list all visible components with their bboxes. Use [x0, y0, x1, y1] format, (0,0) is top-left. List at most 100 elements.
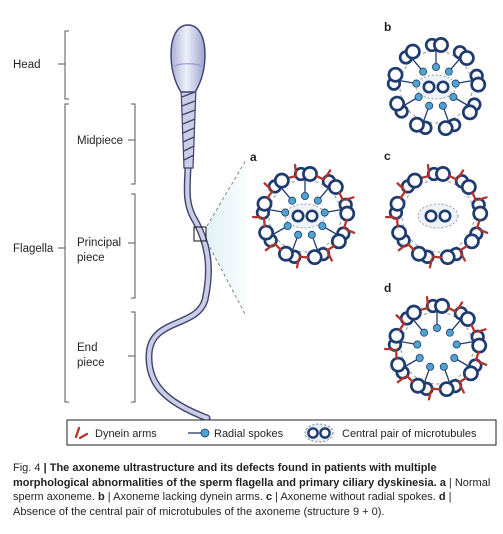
outer-dynein-arm: [397, 244, 407, 252]
doublet-b-tubule: [408, 116, 425, 133]
outer-dynein-arm: [476, 328, 487, 333]
radial-spoke-head: [288, 196, 297, 205]
sperm-illustration: [145, 24, 212, 422]
end-piece-label-2: piece: [77, 357, 105, 369]
doublet-b-tubule: [405, 304, 422, 321]
midpiece-mitochondrial-helix: [181, 91, 196, 161]
caption-key-d: d: [438, 491, 446, 504]
caption-text-b: Axoneme lacking dynein arms.: [113, 491, 263, 504]
radial-spoke-head: [420, 328, 429, 337]
radial-spoke-head: [451, 79, 460, 88]
doublet-b-tubule: [390, 356, 407, 373]
doublet-b-tubule: [470, 76, 487, 93]
radial-spoke-head: [444, 67, 453, 76]
doublet-b-tubule: [273, 172, 290, 189]
central-microtubule: [291, 209, 305, 223]
sperm-head: [170, 24, 206, 93]
doublet-b-tubule: [472, 205, 489, 222]
inner-dynein-arm: [475, 219, 481, 230]
radial-spoke-head: [318, 221, 327, 230]
legend: Dynein arms Radial spokes Central pair o…: [66, 419, 497, 446]
caption-title: The axoneme ultrastructure and its defec…: [13, 462, 437, 489]
outer-dynein-arm: [396, 376, 406, 384]
end-piece-label-1: End: [77, 342, 97, 354]
end-piece-bracket: [128, 311, 136, 403]
inner-dynein-arm: [338, 191, 344, 202]
outer-dynein-arm: [425, 295, 430, 307]
axoneme-normal: [251, 163, 356, 269]
inner-dynein-arm: [266, 189, 274, 199]
outer-dynein-arm: [428, 258, 433, 269]
doublet-b-tubule: [404, 43, 421, 60]
legend-box: [66, 419, 497, 446]
radial-spoke-head: [439, 362, 448, 371]
radial-spoke-head: [445, 328, 454, 337]
central-microtubule: [305, 209, 319, 223]
inner-dynein-arm: [458, 244, 469, 252]
inner-dynein-arm: [471, 191, 477, 202]
radial-spoke-head: [412, 79, 421, 88]
doublet-b-tubule: [256, 195, 273, 212]
doublet-b-tubule: [438, 381, 455, 398]
inner-dynein-arm: [457, 376, 468, 384]
inner-dynein-arm: [394, 348, 398, 360]
panel-label-c: c: [384, 149, 391, 163]
panel-label-d: d: [384, 281, 391, 295]
outer-dynein-arm: [477, 360, 488, 366]
sperm-tail: [145, 164, 212, 422]
outer-dynein-arm: [426, 163, 431, 175]
doublet-b-tubule: [439, 249, 456, 266]
caption-separator: |: [40, 462, 50, 474]
caption-key-a: a: [439, 476, 446, 489]
radial-spoke-head: [320, 208, 329, 217]
inner-dynein-arm: [298, 255, 310, 259]
radial-spoke-head: [438, 101, 447, 110]
radial-spoke-head: [307, 230, 316, 239]
zoom-cone: [207, 160, 246, 316]
head-label: Head: [13, 59, 41, 71]
central-pair-icon: [304, 423, 334, 443]
legend-dynein-label: Dynein arms: [95, 428, 157, 440]
inner-dynein-arm: [398, 321, 406, 331]
outer-dynein-arm: [263, 182, 272, 190]
radial-spoke-head: [452, 340, 461, 349]
legend-radial-label: Radial spokes: [214, 428, 284, 440]
doublet-b-tubule: [437, 120, 454, 137]
doublet-b-tubule: [459, 311, 476, 327]
central-microtubule: [438, 209, 452, 223]
outer-dynein-arm: [345, 228, 356, 234]
zoom-line-top: [206, 159, 247, 227]
inner-dynein-arm: [405, 374, 414, 383]
doublet-b-tubule: [277, 245, 294, 262]
caption-key-b: b: [98, 491, 105, 504]
doublet-b-tubule: [410, 245, 427, 262]
doublet-b-tubule: [391, 224, 408, 241]
radial-spoke-head: [432, 323, 441, 332]
inner-dynein-arm: [395, 216, 399, 228]
doublet-b-tubule: [258, 224, 275, 241]
radial-spoke-head: [414, 93, 423, 102]
outer-dynein-arm: [293, 163, 298, 175]
legend-central-label: Central pair of microtubules: [342, 428, 477, 440]
inner-dynein-arm: [406, 242, 415, 251]
inner-dynein-arm: [342, 219, 348, 230]
caption-text-a: Normal sperm axoneme.: [13, 476, 491, 504]
outer-dynein-arm: [459, 384, 465, 394]
figure-caption: Fig. 4 | The axoneme ultrastructure and …: [13, 462, 491, 518]
outer-dynein-arm: [324, 169, 332, 179]
radial-spoke-head: [283, 221, 292, 230]
inner-dynein-arm: [399, 189, 407, 199]
radial-spoke-head: [313, 196, 322, 205]
outer-dynein-arm: [264, 244, 274, 252]
central-microtubule: [424, 209, 438, 223]
radial-spoke-head: [294, 230, 303, 239]
radial-spoke-head: [281, 208, 290, 217]
radial-spoke-head: [419, 67, 428, 76]
axoneme-without-central-pair: [383, 295, 488, 401]
outer-dynein-arm: [477, 196, 488, 201]
inner-dynein-arm: [430, 387, 442, 391]
inner-dynein-arm: [470, 323, 476, 334]
outer-dynein-arm: [456, 301, 464, 311]
axoneme-without-radial-spokes: [384, 163, 489, 269]
inner-dynein-arm: [431, 255, 443, 259]
